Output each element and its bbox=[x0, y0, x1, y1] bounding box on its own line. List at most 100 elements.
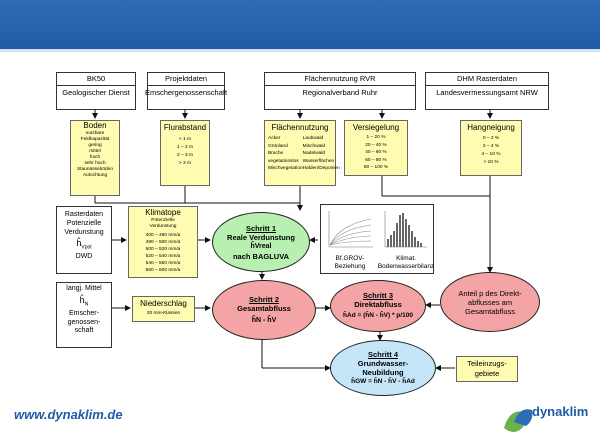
source-dhm-subtitle: Landesvermessungsamt NRW bbox=[436, 88, 538, 97]
source-bk50-subtitle: Geologischer Dienst bbox=[62, 88, 130, 97]
klimatope-item: 540 – 560 mm/a bbox=[145, 261, 181, 266]
schritt4-step: Schritt 4 bbox=[367, 349, 398, 359]
param-fn-col1-item: Acker bbox=[268, 136, 281, 141]
param-hangneigung-item: > 10 % bbox=[483, 160, 499, 165]
schritt1-step: Schritt 1 bbox=[245, 223, 276, 233]
chart-label2b: Bodenwasserbilanz bbox=[377, 263, 435, 270]
anteil-line3: Gesamtabfluss bbox=[464, 306, 516, 316]
mittel-symbol: ĥ bbox=[79, 294, 85, 305]
schritt2-ellipse: Schritt 2 Gesamtabfluss ĥN - ĥV bbox=[212, 280, 316, 340]
param-fn-col2-item: Mischwald bbox=[302, 143, 326, 149]
param-flurabstand-item: > 3 m bbox=[178, 161, 192, 166]
source-projektdaten-subtitle: Emschergenossenschaft bbox=[144, 88, 228, 97]
param-boden-title: Boden bbox=[83, 121, 107, 130]
param-hangneigung: Hangneigung 0 – 2 % 2 – 4 % 4 – 10 % > 1… bbox=[460, 120, 522, 176]
footer-url[interactable]: www.dynaklim.de bbox=[14, 407, 123, 422]
param-versiegelung-item: 20 – 40 % bbox=[365, 142, 387, 148]
param-fn-col1-item: Grünland bbox=[268, 143, 288, 149]
schritt3-formula: ĥAd = (ĥN - ĥV) * p/100 bbox=[343, 312, 413, 319]
param-hangneigung-title: Hangneigung bbox=[467, 123, 515, 132]
source-flaechennutzung: Flächennutzung RVR Regionalverband Ruhr bbox=[264, 72, 416, 110]
klimatope-subtitle1: Potenzielle bbox=[151, 218, 175, 223]
param-versiegelung: Versiegelung 1 – 20 % 20 – 40 % 40 – 60 … bbox=[344, 120, 408, 176]
param-flaechennutzung: Flächennutzung Acker Grünland Brache veg… bbox=[264, 120, 340, 186]
param-boden-item: Staunässeböden bbox=[76, 167, 113, 172]
klimatope-item: 520 – 540 mm/a bbox=[145, 254, 181, 259]
footer-logo-text: dynaklim bbox=[532, 404, 589, 419]
param-fn-col2-item: Wasserflächen bbox=[302, 158, 335, 164]
schritt3-ellipse: Schritt 3 Direktabfluss ĥAd = (ĥN - ĥV) … bbox=[330, 280, 426, 332]
chart-label1a: Bf.GROV- bbox=[335, 255, 365, 262]
param-boden-item: nutzbare Feldkapazität bbox=[80, 131, 110, 142]
anteil-ellipse: Anteil p des Direkt- abflusses am Gesamt… bbox=[440, 272, 540, 332]
param-fn-col1-item: vegetationslos bbox=[268, 158, 299, 164]
header-bar bbox=[0, 0, 600, 52]
mittel-line4: schaft bbox=[74, 327, 94, 335]
param-versiegelung-item: 40 – 60 % bbox=[365, 150, 387, 155]
source-flaechennutzung-title: Flächennutzung RVR bbox=[265, 73, 415, 86]
param-boden-item: mittel bbox=[89, 149, 101, 154]
chart-bodenwasser-thumbnail bbox=[384, 211, 427, 248]
klimatope-item: 560 – 600 mm/a bbox=[145, 268, 181, 273]
schritt2-line1: Gesamtabfluss bbox=[237, 303, 291, 313]
param-versiegelung-item: 60 – 80 % bbox=[365, 157, 387, 163]
niederschlag-subtitle: 20 mm-Klassen bbox=[146, 311, 181, 316]
param-fn-col2-item: Nadelwald bbox=[302, 151, 326, 156]
schritt1-ellipse: Schritt 1 Reale Verdunstung ĥVreal nach … bbox=[212, 212, 310, 272]
param-fn-col1-item: Mischvegetation bbox=[268, 166, 303, 171]
schritt4-ellipse: Schritt 4 Grundwasser- Neubildung ĥGW = … bbox=[330, 340, 436, 396]
raster-line1: Rasterdaten bbox=[64, 211, 104, 218]
param-flaechennutzung-title: Flächennutzung bbox=[271, 123, 329, 132]
param-boden-item: hoch bbox=[89, 155, 101, 160]
chart-label2a: Klimat. bbox=[396, 255, 416, 262]
klimatope-title: Klimatope bbox=[145, 208, 181, 217]
source-flaechennutzung-subtitle: Regionalverband Ruhr bbox=[302, 88, 378, 97]
param-hangneigung-item: 2 – 4 % bbox=[482, 144, 500, 149]
klimatope-subtitle2: Verdunstung bbox=[149, 224, 177, 229]
source-projektdaten-title: Projektdaten bbox=[148, 73, 224, 86]
raster-box: Rasterdaten Potenzielle Verdunstung ĥVpo… bbox=[56, 206, 112, 274]
niederschlag-box: Niederschlag 20 mm-Klassen bbox=[132, 296, 195, 322]
param-boden-item: Autochtung bbox=[82, 173, 108, 178]
schritt2-formula: ĥN - ĥV bbox=[251, 316, 277, 324]
param-flurabstand: Flurabstand < 1 m 1 – 2 m 2 – 3 m > 3 m bbox=[160, 120, 210, 186]
param-flurabstand-title: Flurabstand bbox=[163, 123, 207, 132]
raster-symbol: ĥ bbox=[76, 238, 82, 248]
schritt3-line1: Direktabfluss bbox=[354, 300, 402, 309]
teileinzug-line1: Teileinzugs- bbox=[467, 359, 507, 368]
source-bk50-title: BK50 bbox=[57, 73, 135, 86]
raster-line2: Potenzielle bbox=[66, 220, 102, 227]
schritt4-formula: ĥGW = ĥN - ĥV - ĥAd bbox=[351, 377, 415, 385]
raster-line4: DWD bbox=[75, 253, 93, 261]
param-fn-col2-item: Laubwald bbox=[302, 136, 324, 141]
param-boden-item: sehr hoch bbox=[84, 161, 106, 166]
schritt4-line2: Neubildung bbox=[362, 367, 404, 377]
charts-panel: Bf.GROV- Beziehung Klimat. Bodenwasserbi… bbox=[320, 204, 434, 274]
anteil-line1: Anteil p des Direkt- bbox=[458, 288, 522, 298]
raster-symbol-sub: Vpot bbox=[81, 244, 92, 251]
source-dhm: DHM Rasterdaten Landesvermessungsamt NRW bbox=[425, 72, 549, 110]
mittel-line2: Emscher- bbox=[69, 310, 99, 318]
schritt1-line2: nach BAGLUVA bbox=[232, 251, 290, 261]
chart-label1b: Beziehung bbox=[334, 263, 366, 270]
schritt1-formula: ĥVreal bbox=[250, 242, 272, 250]
schritt4-line1: Grundwasser- bbox=[357, 358, 409, 368]
klimatope-box: Klimatope Potenzielle Verdunstung 400 – … bbox=[128, 206, 198, 278]
klimatope-item: 400 – 480 mm/a bbox=[145, 233, 181, 238]
chart-grov-thumbnail bbox=[328, 211, 373, 248]
schritt1-line1: Reale Verdunstung bbox=[227, 232, 295, 242]
schritt3-step: Schritt 3 bbox=[362, 291, 393, 300]
klimatope-item: 500 – 520 mm/a bbox=[145, 247, 181, 252]
source-bk50: BK50 Geologischer Dienst bbox=[56, 72, 136, 110]
mittel-symbol-sub: N bbox=[84, 300, 89, 307]
mittel-line1: langj. Mittel bbox=[66, 285, 102, 292]
schritt2-step: Schritt 2 bbox=[248, 294, 279, 304]
raster-line3: Verdunstung bbox=[64, 229, 104, 236]
param-hangneigung-item: 4 – 10 % bbox=[481, 152, 501, 157]
param-flurabstand-item: < 1 m bbox=[178, 137, 192, 142]
param-fn-col2-item: Halden/Deponien bbox=[302, 166, 340, 171]
param-versiegelung-item: 80 – 100 % bbox=[363, 165, 389, 170]
teileinzug-line2: gebiete bbox=[474, 369, 500, 378]
param-flurabstand-item: 2 – 3 m bbox=[177, 153, 193, 158]
